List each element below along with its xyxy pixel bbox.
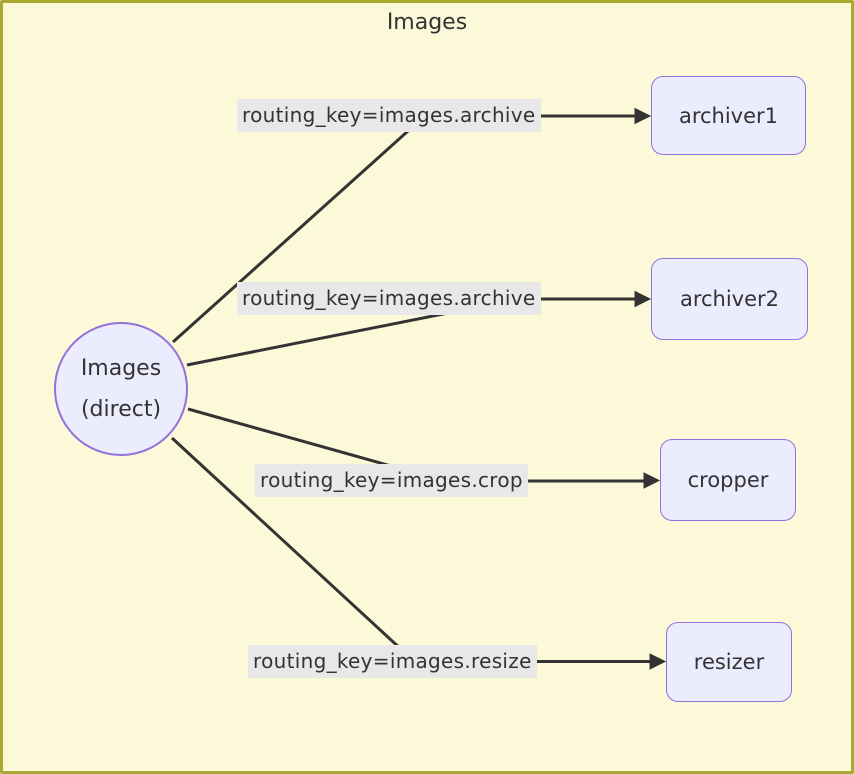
arrowhead-resizer [649, 653, 667, 670]
exchange-node-images-direct: Images (direct) [54, 322, 188, 456]
arrowhead-archiver1 [634, 107, 652, 125]
diagram-title: Images [386, 10, 468, 35]
queue-node-archiver2: archiver2 [651, 258, 808, 340]
edge-label-routing-key-crop: routing_key=images.crop [255, 464, 528, 497]
queue-node-resizer: resizer [666, 622, 792, 702]
queue-node-archiver1: archiver1 [651, 76, 806, 155]
edge-label-routing-key-archive-2: routing_key=images.archive [237, 282, 541, 315]
edge-label-routing-key-archive-1: routing_key=images.archive [237, 99, 541, 132]
exchange-type: (direct) [80, 397, 162, 422]
exchange-name: Images [80, 356, 162, 381]
arrowhead-cropper [643, 472, 661, 489]
queue-node-cropper: cropper [660, 439, 796, 521]
arrowhead-archiver2 [634, 290, 652, 308]
edge-label-routing-key-resize: routing_key=images.resize [248, 645, 537, 678]
